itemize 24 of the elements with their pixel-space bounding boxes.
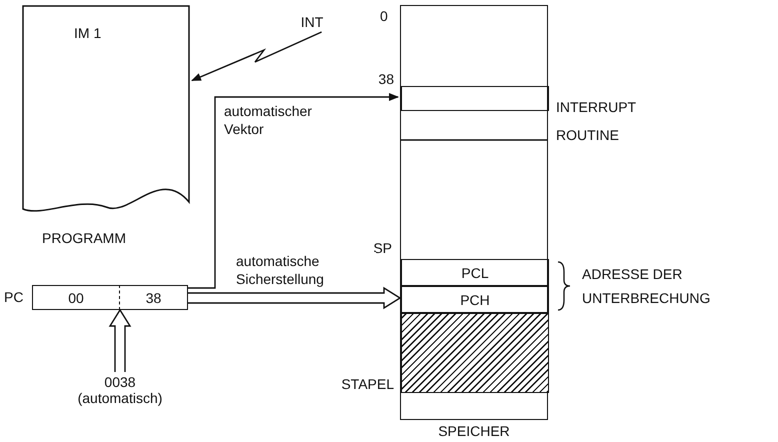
address-note: ADRESSE DER UNTERBRECHUNG <box>582 265 712 308</box>
memory-caption: SPEICHER <box>437 423 511 439</box>
text-label: 0038 (automatisch) <box>76 373 164 408</box>
pointer-label: SP <box>373 240 392 256</box>
lightning-arrow <box>191 31 322 82</box>
edge-label: automatische Sicherstellung <box>236 252 376 288</box>
program-caption: PROGRAMM <box>42 230 126 246</box>
address-label: 0 <box>380 8 388 24</box>
register-name: PC <box>4 289 24 305</box>
cell-value: PCL <box>460 264 490 282</box>
address-label: 38 <box>378 71 394 87</box>
program-title: IM 1 <box>74 25 102 41</box>
cell-value: PCH <box>459 290 491 310</box>
stack-label: STAPEL <box>341 376 394 392</box>
hollow-arrow <box>108 308 132 373</box>
text-label: INT <box>300 13 324 32</box>
memory-cell <box>401 286 549 313</box>
register-cell <box>120 285 188 310</box>
hollow-arrow <box>187 286 402 310</box>
cell-value: 00 <box>67 288 85 308</box>
routine-label: INTERRUPT ROUTINE <box>556 98 637 145</box>
register-cell <box>32 285 120 310</box>
arrow <box>188 93 399 289</box>
cell-value: 38 <box>144 288 162 308</box>
